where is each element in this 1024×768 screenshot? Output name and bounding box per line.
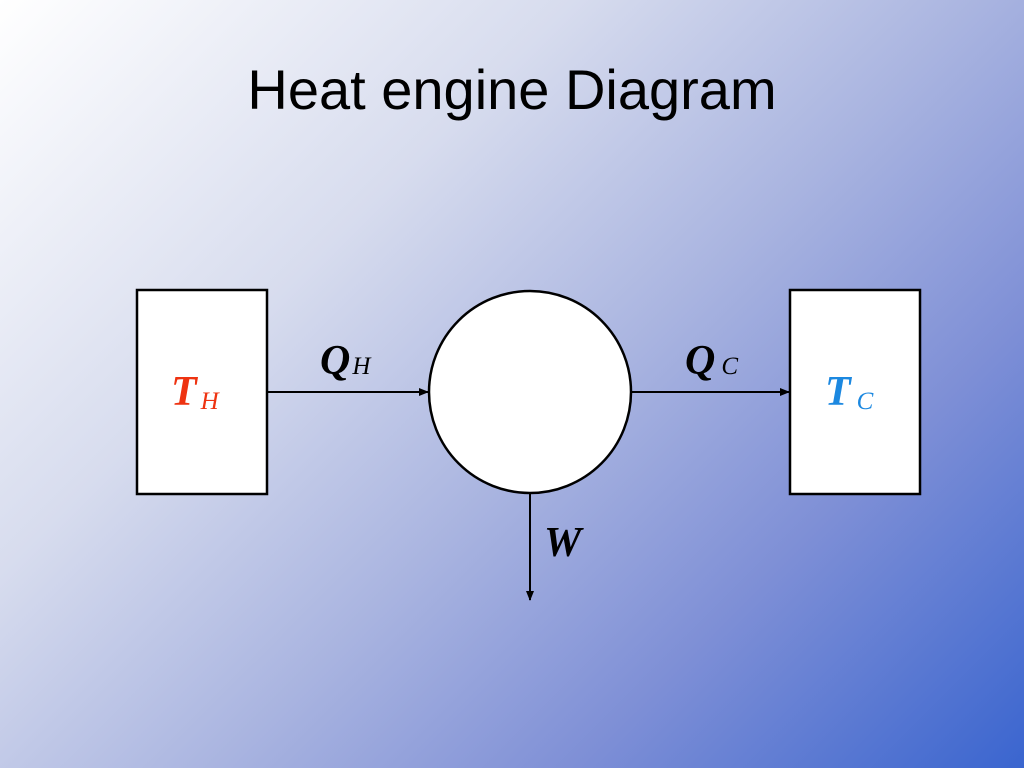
- engine-circle: [427, 289, 633, 495]
- hot-reservoir-subscript: H: [200, 388, 221, 415]
- work-symbol: W: [544, 520, 584, 566]
- cold-reservoir-symbol: T: [825, 369, 853, 415]
- work-label: W: [544, 520, 584, 566]
- hot-reservoir-box: [135, 288, 269, 496]
- slide-title: Heat engine Diagram: [247, 58, 777, 121]
- cold-reservoir-subscript: C: [857, 388, 874, 415]
- heat-out-symbol: Q: [685, 338, 715, 384]
- heat-in-subscript: H: [351, 353, 372, 380]
- heat-in-symbol: Q: [320, 338, 350, 384]
- heat-out-subscript: C: [721, 353, 738, 380]
- cold-reservoir-box: [788, 288, 922, 496]
- hot-reservoir-symbol: T: [171, 369, 199, 415]
- heat-in-label: QH: [320, 338, 372, 384]
